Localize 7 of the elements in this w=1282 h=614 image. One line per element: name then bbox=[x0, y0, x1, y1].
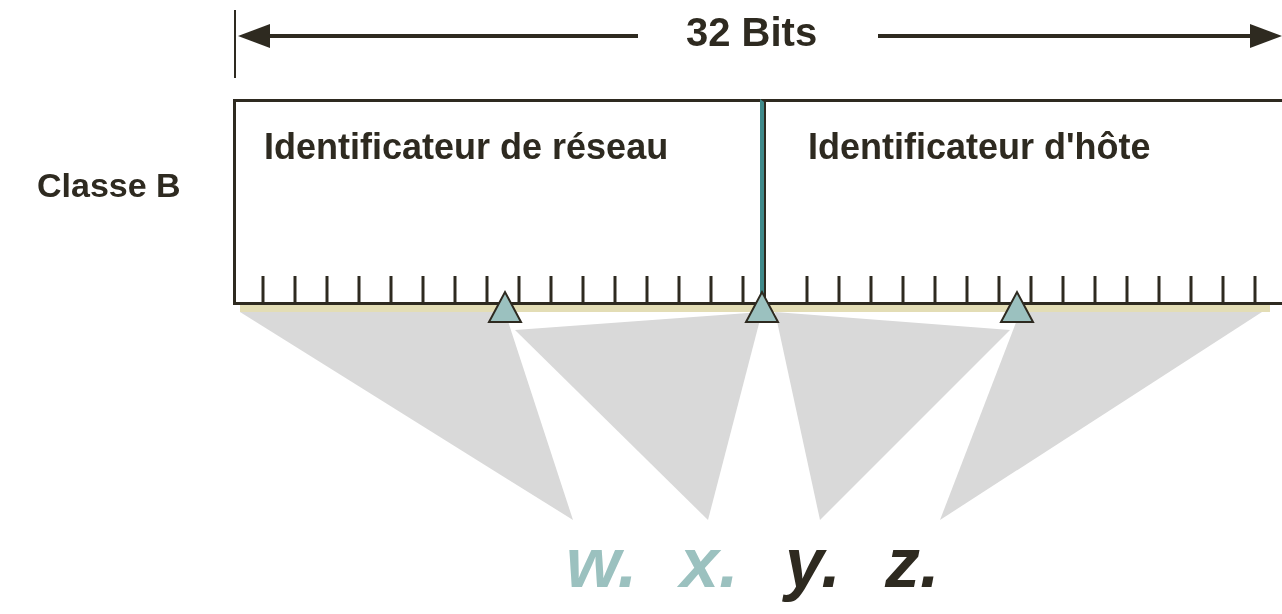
field-box bbox=[760, 99, 1282, 305]
field-label: Identificateur d'hôte bbox=[808, 126, 1151, 168]
field-box bbox=[233, 99, 766, 305]
octet-letter: w. bbox=[566, 528, 638, 598]
octet-letter: z. bbox=[885, 528, 940, 598]
field-label: Identificateur de réseau bbox=[264, 126, 669, 168]
row-label: Classe B bbox=[37, 168, 181, 202]
